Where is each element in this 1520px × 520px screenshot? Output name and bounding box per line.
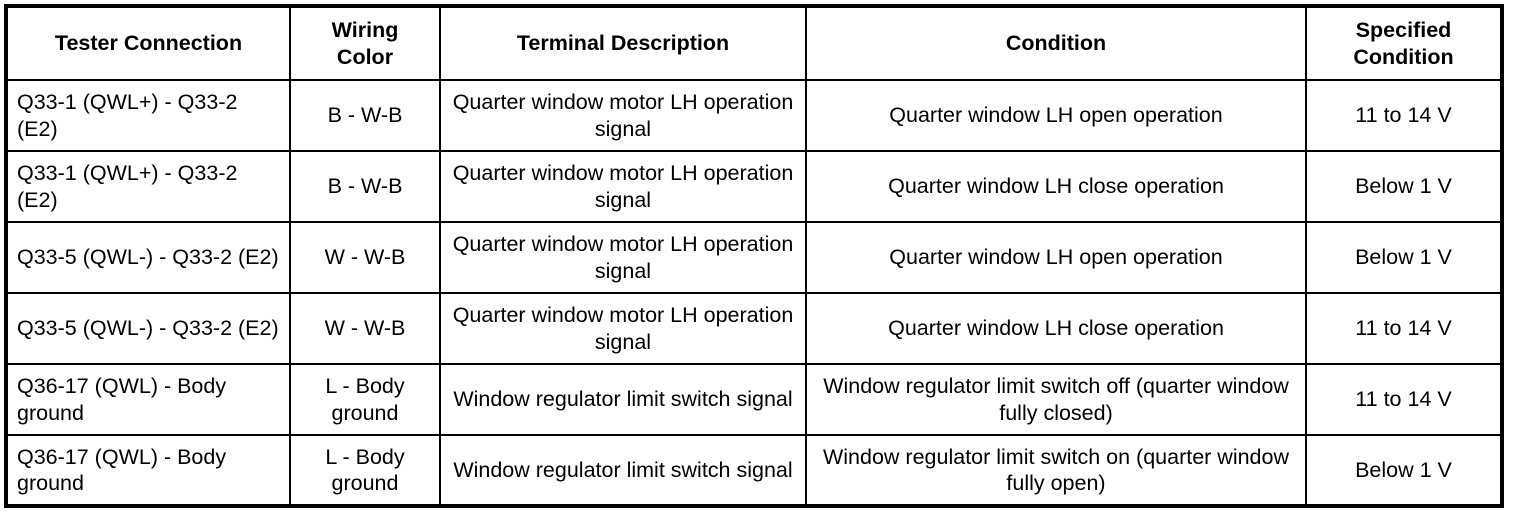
cell-terminal-description: Quarter window motor LH operation signal — [439, 292, 807, 365]
cell-specified-condition: 11 to 14 V — [1305, 363, 1503, 436]
cell-tester-connection: Q33-1 (QWL+) - Q33-2 (E2) — [5, 79, 291, 152]
cell-condition: Quarter window LH open operation — [805, 79, 1307, 152]
table-row: Q33-1 (QWL+) - Q33-2 (E2) B - W-B Quarte… — [5, 79, 1503, 152]
cell-terminal-description: Quarter window motor LH operation signal — [439, 150, 807, 223]
table-row: Q36-17 (QWL) - Body ground L - Body grou… — [5, 434, 1503, 507]
cell-specified-condition: Below 1 V — [1305, 150, 1503, 223]
cell-tester-connection: Q33-1 (QWL+) - Q33-2 (E2) — [5, 150, 291, 223]
cell-condition: Window regulator limit switch on (quarte… — [805, 434, 1307, 507]
cell-wiring-color: W - W-B — [289, 292, 441, 365]
cell-condition: Quarter window LH close operation — [805, 292, 1307, 365]
column-header-condition: Condition — [805, 5, 1307, 81]
cell-tester-connection: Q33-5 (QWL-) - Q33-2 (E2) — [5, 292, 291, 365]
cell-terminal-description: Quarter window motor LH operation signal — [439, 221, 807, 294]
column-header-label: Tester Connection — [54, 31, 243, 56]
cell-wiring-color: B - W-B — [289, 79, 441, 152]
cell-wiring-color: W - W-B — [289, 221, 441, 294]
cell-wiring-color: L - Body ground — [289, 363, 441, 436]
cell-terminal-description: Window regulator limit switch signal — [439, 363, 807, 436]
table-body: Q33-1 (QWL+) - Q33-2 (E2) B - W-B Quarte… — [5, 79, 1503, 507]
column-header-label: Condition — [1005, 31, 1107, 56]
table-header: Tester Connection Wiring Color Terminal … — [5, 5, 1503, 81]
column-header-wiring-color: Wiring Color — [289, 5, 441, 81]
column-header-label: Terminal Description — [516, 31, 730, 56]
column-header-label-line2: Color — [336, 44, 394, 69]
table-row: Q33-5 (QWL-) - Q33-2 (E2) W - W-B Quarte… — [5, 221, 1503, 294]
column-header-specified-condition: Specified Condition — [1305, 5, 1503, 81]
cell-specified-condition: Below 1 V — [1305, 221, 1503, 294]
cell-terminal-description: Quarter window motor LH operation signal — [439, 79, 807, 152]
column-header-label-line2: Condition — [1353, 44, 1454, 69]
cell-condition: Quarter window LH close operation — [805, 150, 1307, 223]
cell-specified-condition: 11 to 14 V — [1305, 292, 1503, 365]
header-row: Tester Connection Wiring Color Terminal … — [5, 5, 1503, 81]
cell-wiring-color: B - W-B — [289, 150, 441, 223]
cell-condition: Quarter window LH open operation — [805, 221, 1307, 294]
column-header-label-line1: Specified — [1355, 18, 1452, 43]
inspection-spec-table: Tester Connection Wiring Color Terminal … — [4, 4, 1504, 508]
cell-tester-connection: Q36-17 (QWL) - Body ground — [5, 363, 291, 436]
cell-specified-condition: Below 1 V — [1305, 434, 1503, 507]
cell-wiring-color: L - Body ground — [289, 434, 441, 507]
column-header-tester-connection: Tester Connection — [5, 5, 291, 81]
cell-tester-connection: Q36-17 (QWL) - Body ground — [5, 434, 291, 507]
cell-terminal-description: Window regulator limit switch signal — [439, 434, 807, 507]
cell-tester-connection: Q33-5 (QWL-) - Q33-2 (E2) — [5, 221, 291, 294]
column-header-label-line1: Wiring — [331, 18, 399, 43]
column-header-terminal-description: Terminal Description — [439, 5, 807, 81]
table-row: Q33-1 (QWL+) - Q33-2 (E2) B - W-B Quarte… — [5, 150, 1503, 223]
table-row: Q36-17 (QWL) - Body ground L - Body grou… — [5, 363, 1503, 436]
cell-specified-condition: 11 to 14 V — [1305, 79, 1503, 152]
cell-condition: Window regulator limit switch off (quart… — [805, 363, 1307, 436]
table-row: Q33-5 (QWL-) - Q33-2 (E2) W - W-B Quarte… — [5, 292, 1503, 365]
